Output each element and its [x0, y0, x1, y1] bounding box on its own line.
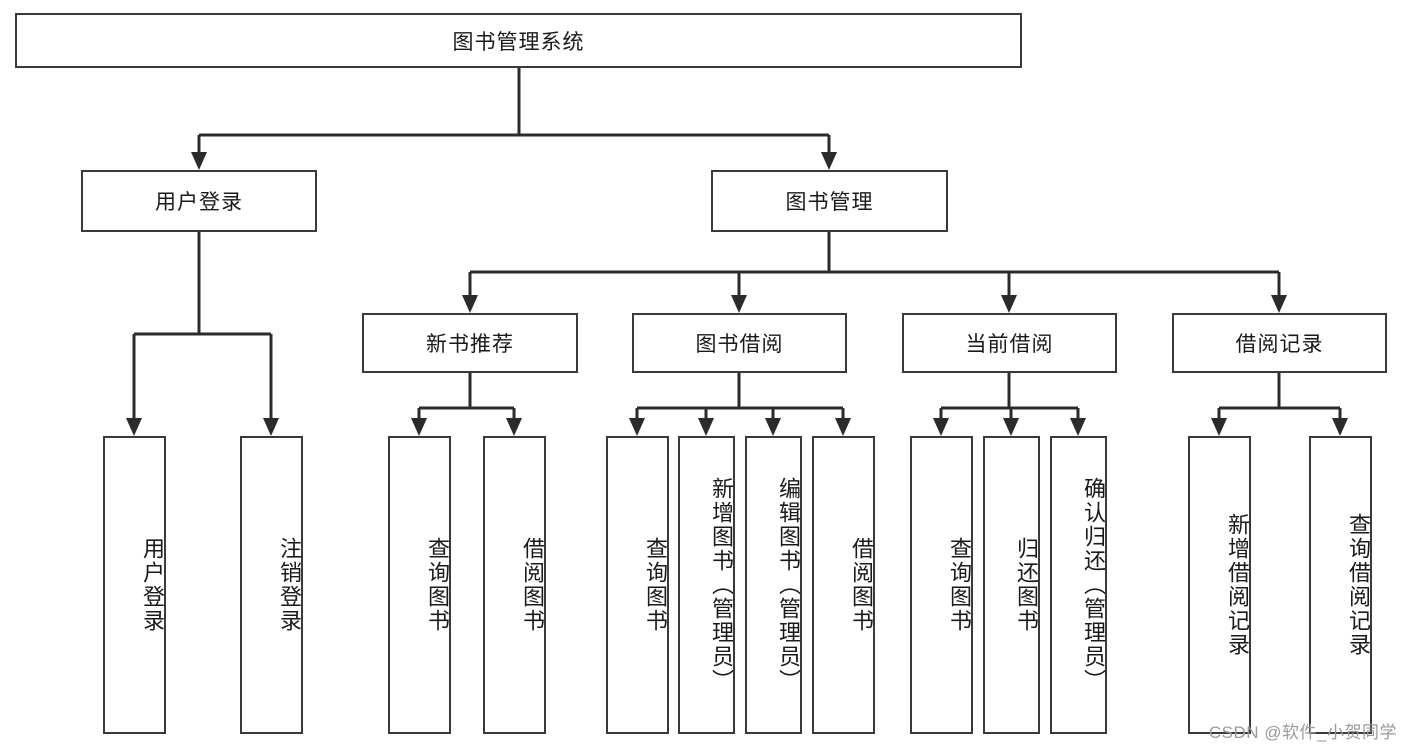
- leaf-node-8[interactable]: 查询图书: [910, 436, 973, 734]
- arrowhead: [765, 418, 781, 436]
- node-label: 图书管理系统: [452, 30, 585, 54]
- node-label: 当前借阅: [965, 333, 1054, 356]
- leaf-node-5[interactable]: 新增图书（管理员）: [678, 436, 735, 734]
- level3-node-3[interactable]: 借阅记录: [1172, 313, 1387, 373]
- arrowhead: [1003, 418, 1019, 436]
- node-label: 编辑图书（管理员）: [776, 477, 801, 693]
- arrowhead: [1211, 418, 1227, 436]
- node-label: 新增借阅记录: [1225, 513, 1250, 657]
- leaf-node-9[interactable]: 归还图书: [983, 436, 1040, 734]
- node-label: 用户登录: [155, 191, 243, 214]
- node-label: 借阅图书: [849, 537, 874, 633]
- arrowhead: [835, 418, 851, 436]
- arrowhead: [821, 152, 837, 170]
- node-label: 注销登录: [277, 537, 302, 633]
- node-label: 图书管理: [785, 191, 874, 214]
- arrowhead: [1271, 295, 1287, 313]
- arrowhead: [191, 152, 207, 170]
- arrowhead: [698, 418, 714, 436]
- node-label: 图书借阅: [695, 333, 784, 356]
- arrowhead: [731, 295, 747, 313]
- level3-node-2[interactable]: 当前借阅: [902, 313, 1117, 373]
- node-label: 借阅图书: [520, 537, 545, 633]
- level3-node-1[interactable]: 图书借阅: [632, 313, 847, 373]
- leaf-node-4[interactable]: 查询图书: [606, 436, 669, 734]
- node-label: 查询图书: [425, 537, 450, 633]
- arrowhead: [629, 418, 645, 436]
- leaf-node-10[interactable]: 确认归还（管理员）: [1050, 436, 1107, 734]
- arrowhead: [506, 418, 522, 436]
- arrowhead: [933, 418, 949, 436]
- node-label: 新增图书（管理员）: [709, 477, 734, 693]
- arrowhead: [1332, 418, 1348, 436]
- node-label: 用户登录: [140, 537, 165, 633]
- node-label: 归还图书: [1014, 537, 1039, 633]
- root-node[interactable]: 图书管理系统: [15, 13, 1022, 68]
- node-label: 查询借阅记录: [1346, 513, 1371, 657]
- arrowhead: [1070, 418, 1086, 436]
- node-label: 确认归还（管理员）: [1081, 477, 1106, 693]
- arrowhead: [263, 418, 279, 436]
- level2-node-0[interactable]: 用户登录: [81, 170, 317, 232]
- arrowhead: [126, 418, 142, 436]
- leaf-node-1[interactable]: 注销登录: [240, 436, 303, 734]
- leaf-node-2[interactable]: 查询图书: [388, 436, 451, 734]
- arrowhead: [1001, 295, 1017, 313]
- node-label: 新书推荐: [426, 333, 514, 356]
- watermark-label: CSDN @软件_小贺同学: [1208, 723, 1397, 742]
- leaf-node-0[interactable]: 用户登录: [103, 436, 166, 734]
- leaf-node-12[interactable]: 查询借阅记录: [1309, 436, 1372, 734]
- leaf-node-6[interactable]: 编辑图书（管理员）: [745, 436, 802, 734]
- leaf-node-3[interactable]: 借阅图书: [483, 436, 546, 734]
- leaf-node-7[interactable]: 借阅图书: [812, 436, 875, 734]
- level3-node-0[interactable]: 新书推荐: [362, 313, 578, 373]
- node-label: 借阅记录: [1235, 333, 1324, 356]
- node-label: 查询图书: [643, 537, 668, 633]
- arrowhead: [462, 295, 478, 313]
- level2-node-1[interactable]: 图书管理: [711, 170, 948, 232]
- leaf-node-11[interactable]: 新增借阅记录: [1188, 436, 1251, 734]
- node-label: 查询图书: [947, 537, 972, 633]
- arrowhead: [411, 418, 427, 436]
